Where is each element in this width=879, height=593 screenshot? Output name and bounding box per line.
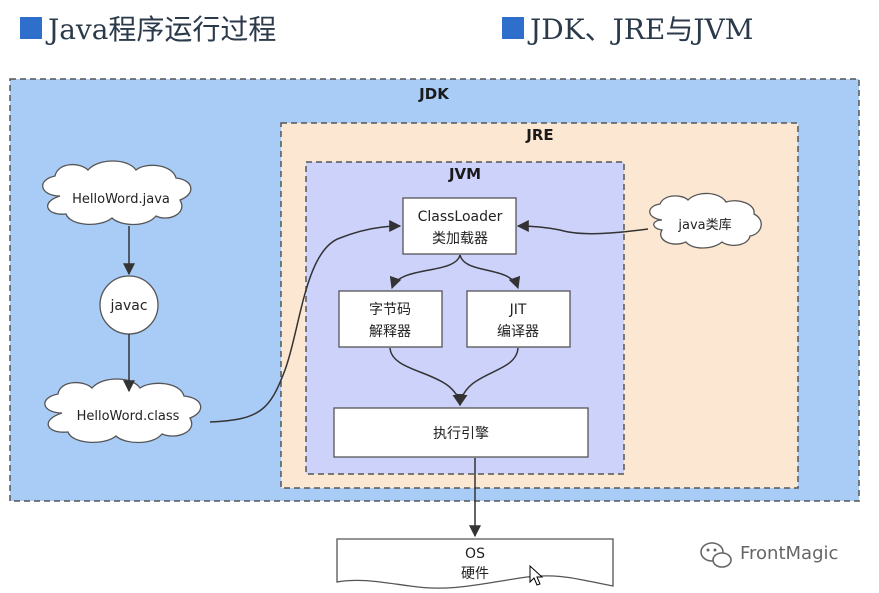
arrow-classloader-to-jit <box>459 254 521 290</box>
arrow-javalib-to-classloader <box>516 220 649 235</box>
engine-text: 执行引擎 <box>433 426 489 442</box>
hello-java-text: HelloWord.java <box>72 192 170 207</box>
javac-text: javac <box>109 298 147 314</box>
watermark-text: FrontMagic <box>740 543 838 564</box>
jre-label: JRE <box>525 126 553 144</box>
os-line1: OS <box>465 546 485 562</box>
jit-line2: 编译器 <box>497 324 539 340</box>
execution-engine-box: 执行引擎 <box>333 407 589 458</box>
square-bullet-icon <box>20 17 42 39</box>
heading-left: Java程序运行过程 <box>20 8 276 48</box>
jit-line1: JIT <box>509 302 527 318</box>
cloud-hello-java: HelloWord.java <box>42 160 192 226</box>
classloader-line1: ClassLoader <box>418 209 503 225</box>
os-hardware-node: OS 硬件 <box>336 538 614 589</box>
heading-right-text: JDK、JRE与JVM <box>530 13 754 46</box>
heading-left-text: Java程序运行过程 <box>48 13 277 46</box>
square-bullet-icon <box>502 17 524 39</box>
jvm-label: JVM <box>448 165 481 183</box>
bytecode-line1: 字节码 <box>369 302 411 318</box>
heading-right: JDK、JRE与JVM <box>502 8 753 48</box>
jit-compiler-box: JIT 编译器 <box>466 290 571 348</box>
java-lib-text: java类库 <box>677 217 731 233</box>
classloader-box: ClassLoader 类加载器 <box>402 197 517 255</box>
arrow-class-to-classloader <box>209 220 402 423</box>
bytecode-interpreter-box: 字节码 解释器 <box>338 290 443 348</box>
wechat-icon <box>700 542 732 568</box>
classloader-line2: 类加载器 <box>432 231 488 247</box>
jdk-label: JDK <box>418 85 450 103</box>
bytecode-line2: 解释器 <box>369 324 411 340</box>
cloud-java-lib: java类库 <box>649 192 762 249</box>
javac-node: javac <box>99 275 159 335</box>
arrow-jit-to-engine <box>455 347 519 407</box>
cursor-icon <box>529 564 544 586</box>
os-line2: 硬件 <box>461 566 489 582</box>
cloud-hello-class: HelloWord.class <box>44 378 202 444</box>
arrow-classloader-to-bytecode <box>389 254 461 290</box>
hello-class-text: HelloWord.class <box>77 409 180 424</box>
